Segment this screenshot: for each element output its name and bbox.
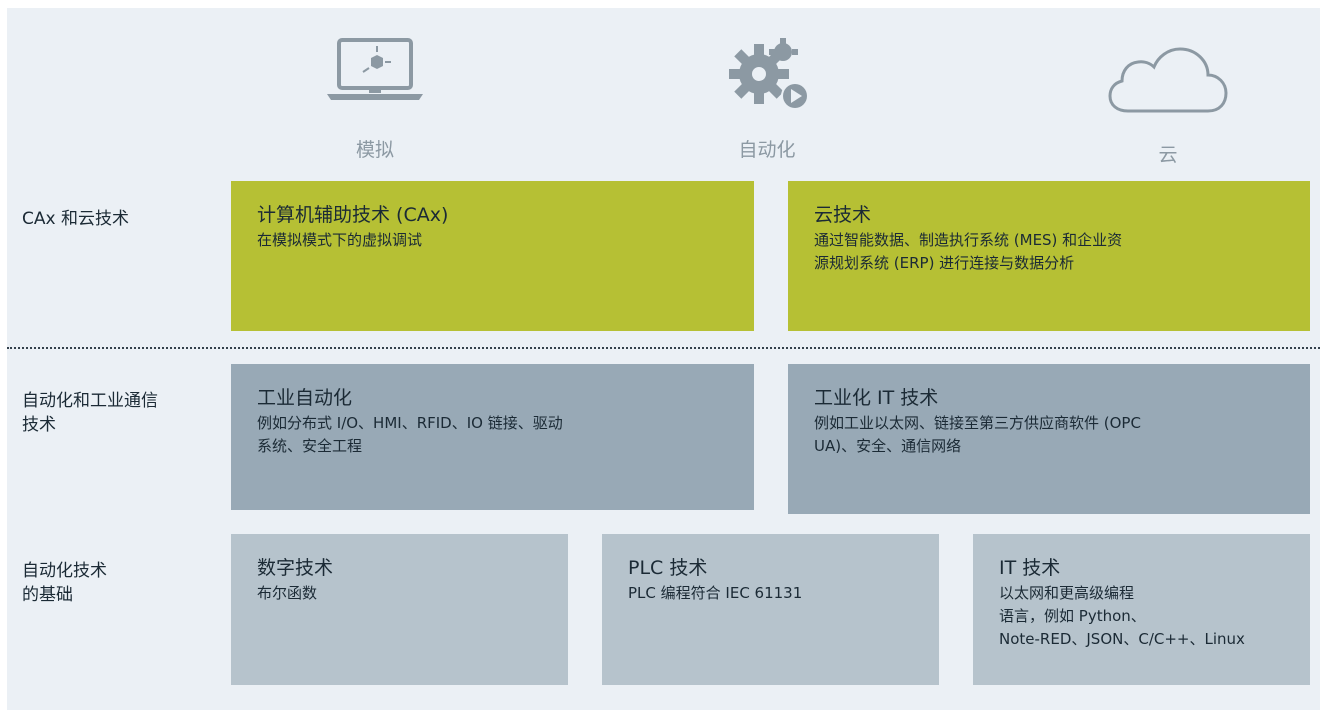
- box-title: 计算机辅助技术 (CAx): [257, 204, 449, 226]
- box-industrial-it: 工业化 IT 技术 例如工业以太网、链接至第三方供应商软件 (OPC UA)、安…: [788, 364, 1310, 514]
- icon-label-cloud: 云: [1158, 144, 1178, 166]
- box-desc: 在模拟模式下的虚拟调试: [257, 231, 423, 249]
- row-label-basics: 自动化技术 的基础: [22, 561, 107, 605]
- icon-label-automation: 自动化: [738, 139, 796, 161]
- box-desc: 布尔函数: [257, 584, 318, 602]
- box-title: PLC 技术: [628, 557, 708, 579]
- box-title: 工业自动化: [257, 387, 353, 409]
- box-cloud-tech: 云技术 通过智能数据、制造执行系统 (MES) 和企业资 源规划系统 (ERP)…: [788, 181, 1310, 331]
- box-title: IT 技术: [999, 557, 1061, 579]
- monitor-icon: [320, 38, 430, 102]
- box-title: 数字技术: [257, 557, 334, 579]
- row-label-cax-cloud: CAx 和云技术: [22, 209, 129, 229]
- row-label-automation-comm: 自动化和工业通信 技术: [22, 391, 158, 435]
- box-it-tech: IT 技术 以太网和更高级编程 语言，例如 Python、 Note-RED、J…: [973, 534, 1310, 685]
- cloud-icon: [1103, 45, 1233, 115]
- box-plc-tech: PLC 技术 PLC 编程符合 IEC 61131: [602, 534, 939, 685]
- box-desc: 通过智能数据、制造执行系统 (MES) 和企业资 源规划系统 (ERP) 进行连…: [814, 231, 1123, 272]
- box-cax: 计算机辅助技术 (CAx) 在模拟模式下的虚拟调试: [231, 181, 754, 331]
- box-desc: 例如分布式 I/O、HMI、RFID、IO 链接、驱动 系统、安全工程: [257, 414, 563, 455]
- box-desc: 例如工业以太网、链接至第三方供应商软件 (OPC UA)、安全、通信网络: [814, 414, 1141, 455]
- box-desc: PLC 编程符合 IEC 61131: [628, 584, 803, 602]
- box-desc: 以太网和更高级编程 语言，例如 Python、 Note-RED、JSON、C/…: [999, 584, 1245, 648]
- icon-label-simulation: 模拟: [355, 139, 394, 161]
- gears-icon: [712, 36, 822, 116]
- dotted-divider: [7, 347, 1320, 349]
- box-title: 工业化 IT 技术: [814, 387, 939, 409]
- box-title: 云技术: [814, 204, 872, 226]
- box-digital-tech: 数字技术 布尔函数: [231, 534, 568, 685]
- box-industrial-automation: 工业自动化 例如分布式 I/O、HMI、RFID、IO 链接、驱动 系统、安全工…: [231, 364, 754, 510]
